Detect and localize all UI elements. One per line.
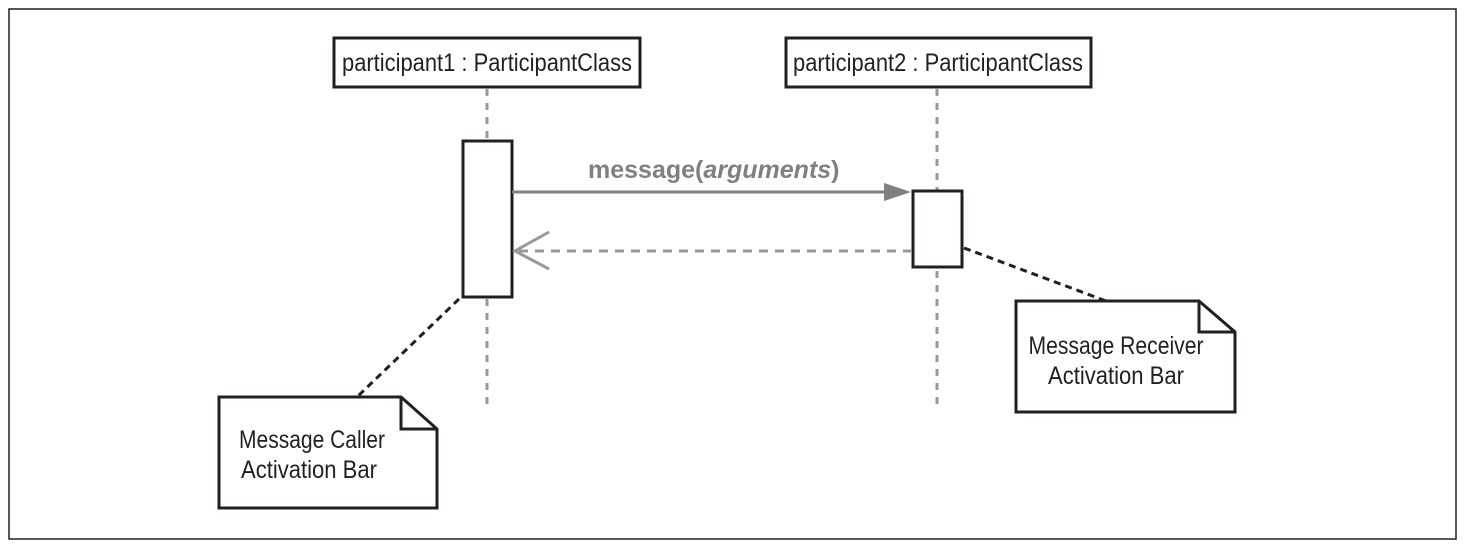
receiver-note: Message Receiver Activation Bar — [1014, 299, 1237, 414]
message-name: message( — [588, 156, 704, 184]
caller-note-line2: Activation Bar — [241, 456, 377, 484]
caller-note-line1: Message Caller — [239, 426, 385, 454]
caller-note-connector — [355, 297, 461, 399]
message-arguments: arguments — [703, 156, 831, 184]
participant1-label: participant1 : ParticipantClass — [342, 49, 632, 77]
participant1-head: participant1 : ParticipantClass — [332, 36, 642, 89]
return-arrowhead — [511, 230, 550, 271]
message-close-paren: ) — [831, 156, 839, 184]
receiver-activation-bar — [911, 189, 964, 269]
participant2-head: participant2 : ParticipantClass — [784, 36, 1093, 89]
receiver-note-line1: Message Receiver — [1029, 332, 1204, 360]
message-label: message(arguments) — [588, 156, 840, 184]
participant2-label: participant2 : ParticipantClass — [793, 49, 1083, 77]
receiver-note-line2: Activation Bar — [1048, 362, 1184, 390]
receiver-note-connector — [963, 246, 1107, 303]
message-arrowhead — [884, 183, 911, 201]
diagram-frame — [8, 8, 1457, 540]
caller-note: Message Caller Activation Bar — [217, 395, 439, 510]
caller-activation-bar — [461, 139, 514, 299]
